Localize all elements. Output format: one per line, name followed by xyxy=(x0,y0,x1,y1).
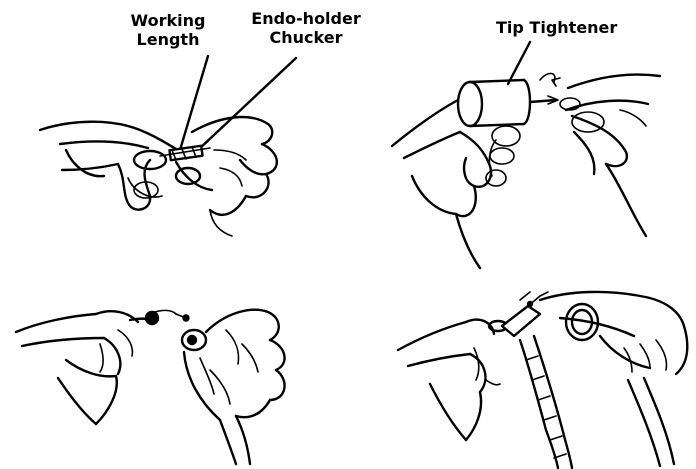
panel-handpiece-cable xyxy=(398,292,687,468)
file-piece xyxy=(176,314,189,321)
panel-tip-tightener xyxy=(392,73,660,268)
left-hand xyxy=(40,122,178,210)
cable xyxy=(520,336,572,468)
panel-insert-file xyxy=(16,310,285,464)
leader-working-length xyxy=(180,56,208,150)
right-hand xyxy=(176,117,277,236)
leader-endo-holder xyxy=(198,58,296,150)
cable-right xyxy=(628,378,674,466)
right-hand xyxy=(560,75,660,237)
leader-tip-tightener xyxy=(508,42,530,84)
panel-working-length xyxy=(40,117,277,236)
left-hand xyxy=(16,310,176,424)
right-hand xyxy=(540,292,687,374)
left-hand xyxy=(398,320,507,440)
right-hand xyxy=(182,310,285,464)
tip-tightener-tool xyxy=(458,73,560,126)
endo-holder xyxy=(160,146,210,160)
